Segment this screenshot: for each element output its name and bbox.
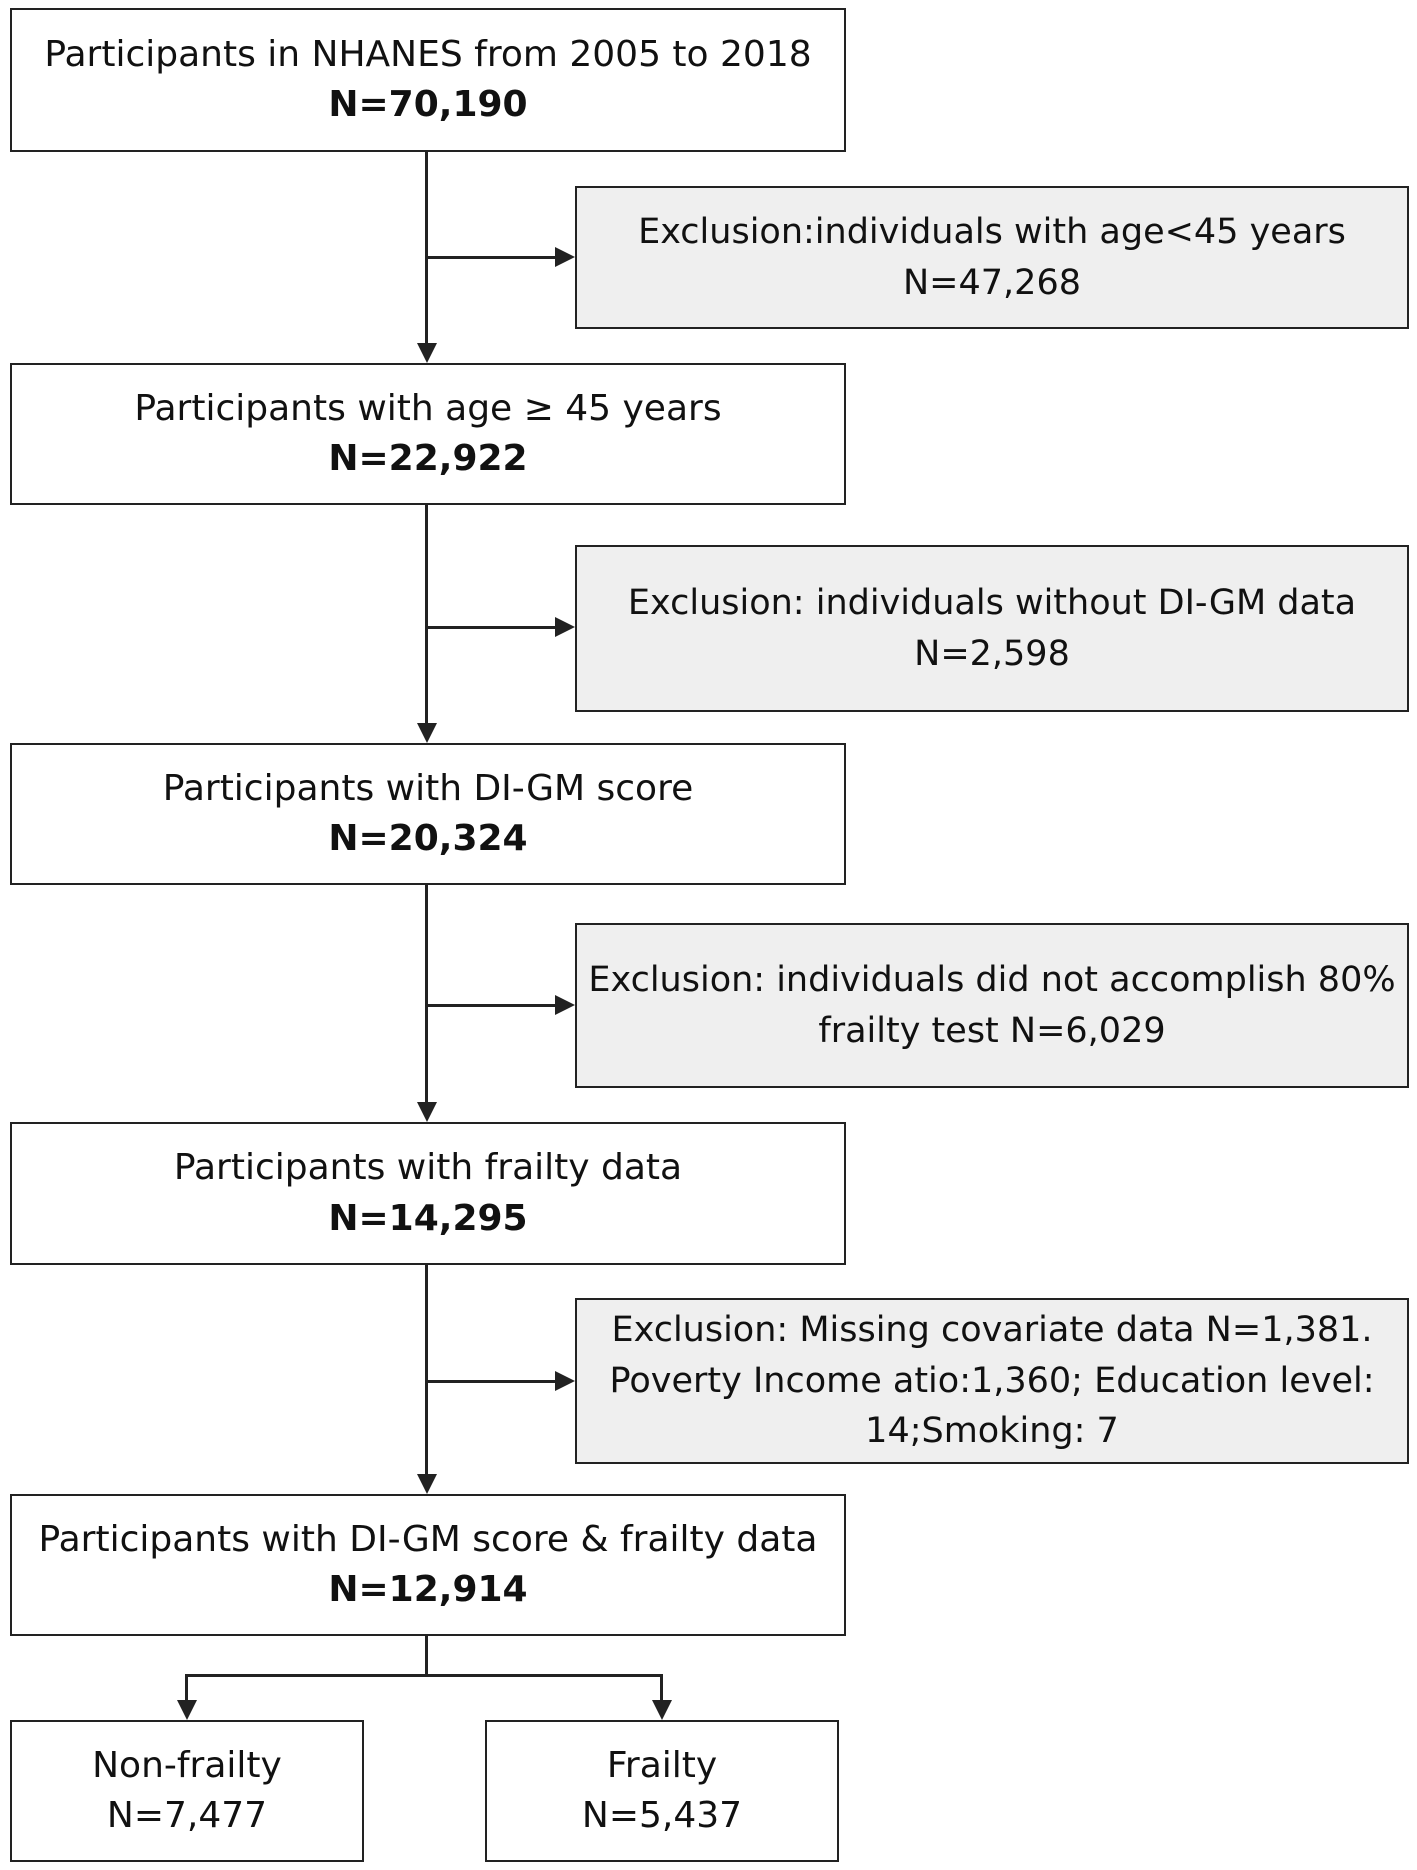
connector-line <box>425 626 555 629</box>
box-count: N=7,477 <box>106 1795 268 1836</box>
arrow-right <box>555 617 575 637</box>
connector-line <box>185 1674 663 1677</box>
box-count: N=12,914 <box>328 1569 528 1610</box>
exclusion-digm: Exclusion: individuals without DI-GM dat… <box>575 545 1409 712</box>
exclusion-count: N=2,598 <box>914 633 1070 674</box>
connector-line <box>425 885 428 1102</box>
arrow-down <box>417 343 437 363</box>
box-nhanes-participants: Participants in NHANES from 2005 to 2018… <box>10 8 846 152</box>
connector-line <box>425 1380 555 1383</box>
arrow-down <box>652 1700 672 1720</box>
box-label: Participants with DI-GM score & frailty … <box>38 1518 818 1560</box>
box-count: N=22,922 <box>328 438 528 479</box>
exclusion-frailty-test: Exclusion: individuals did not accomplis… <box>575 923 1409 1088</box>
box-final-participants: Participants with DI-GM score & frailty … <box>10 1494 846 1636</box>
box-age45-participants: Participants with age ≥ 45 years N=22,92… <box>10 363 846 505</box>
connector-line <box>425 1265 428 1474</box>
connector-line <box>660 1674 663 1700</box>
connector-line <box>425 152 428 343</box>
box-label: Participants with age ≥ 45 years <box>134 387 722 429</box>
exclusion-age: Exclusion:individuals with age<45 years … <box>575 186 1409 329</box>
exclusion-covariates: Exclusion: Missing covariate data N=1,38… <box>575 1298 1409 1464</box>
arrow-right <box>555 247 575 267</box>
box-digm-participants: Participants with DI-GM score N=20,324 <box>10 743 846 885</box>
exclusion-count: N=47,268 <box>903 262 1081 303</box>
box-non-frailty: Non-frailty N=7,477 <box>10 1720 364 1862</box>
arrow-down <box>177 1700 197 1720</box>
exclusion-count: frailty test N=6,029 <box>818 1010 1166 1051</box>
arrow-right <box>555 995 575 1015</box>
exclusion-line: Exclusion: individuals without DI-GM dat… <box>627 582 1357 623</box>
exclusion-line: Exclusion: Missing covariate data N=1,38… <box>611 1309 1373 1350</box>
box-count: N=14,295 <box>328 1197 528 1239</box>
exclusion-line: Poverty Income atio:1,360; Education lev… <box>609 1360 1375 1401</box>
exclusion-line: Exclusion: individuals did not accomplis… <box>588 959 1396 1000</box>
arrow-down <box>417 1102 437 1122</box>
box-count: N=70,190 <box>328 84 528 125</box>
connector-line <box>425 1004 555 1007</box>
box-frailty: Frailty N=5,437 <box>485 1720 839 1862</box>
box-count: N=5,437 <box>581 1795 743 1836</box>
connector-line <box>425 256 555 259</box>
box-label: Frailty <box>606 1744 718 1786</box>
box-count: N=20,324 <box>328 818 528 859</box>
connector-line <box>185 1674 188 1700</box>
arrow-right <box>555 1371 575 1391</box>
exclusion-line: Exclusion:individuals with age<45 years <box>638 211 1346 252</box>
box-label: Participants in NHANES from 2005 to 2018 <box>44 33 812 75</box>
box-label: Non-frailty <box>92 1744 282 1786</box>
connector-line <box>425 1636 428 1676</box>
box-label: Participants with DI-GM score <box>162 767 694 809</box>
arrow-down <box>417 1474 437 1494</box>
arrow-down <box>417 723 437 743</box>
connector-line <box>425 505 428 723</box>
box-frailty-data-participants: Participants with frailty data N=14,295 <box>10 1122 846 1265</box>
exclusion-line: 14;Smoking: 7 <box>865 1411 1119 1452</box>
box-label: Participants with frailty data <box>173 1147 683 1189</box>
